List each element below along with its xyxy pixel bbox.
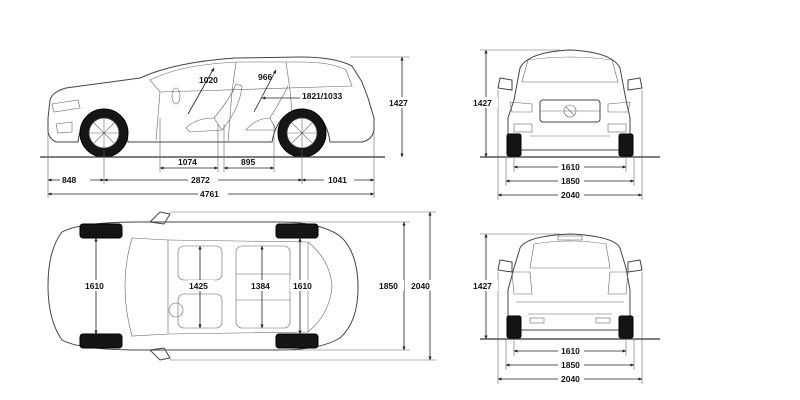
rear-width-mirrors-label: 2040 — [561, 374, 580, 384]
rear-height-label: 1427 — [473, 281, 492, 291]
rear-width-label: 1850 — [561, 360, 580, 370]
side-view: 848 2872 1041 4761 1074 895 1020 966 182… — [40, 56, 416, 199]
front-width-mirrors-label: 2040 — [561, 190, 580, 200]
rear-legroom-label: 895 — [241, 157, 255, 167]
shoulder-rear-label: 1384 — [251, 281, 270, 291]
top-rear-track-label: 1610 — [293, 281, 312, 291]
front-height-label: 1427 — [473, 98, 492, 108]
front-legroom-label: 1074 — [178, 157, 197, 167]
front-track-label: 1610 — [561, 162, 580, 172]
rear-view: 1427 1610 1850 2040 — [473, 233, 660, 384]
rear-headroom-label: 966 — [258, 72, 272, 82]
cargo-length-label: 1821/1033 — [302, 91, 342, 101]
wheelbase-label: 2872 — [191, 175, 210, 185]
top-view: 1610 1425 1384 1610 1850 2040 — [47, 211, 436, 361]
front-width-label: 1850 — [561, 176, 580, 186]
shoulder-front-label: 1425 — [189, 281, 208, 291]
front-headroom-label: 1020 — [199, 75, 218, 85]
top-width-mirrors-label: 2040 — [411, 281, 430, 291]
top-width-label: 1850 — [379, 281, 398, 291]
overall-length-label: 4761 — [200, 189, 219, 199]
side-height-label: 1427 — [389, 98, 408, 108]
front-overhang-label: 848 — [62, 175, 76, 185]
rear-overhang-label: 1041 — [328, 175, 347, 185]
top-front-track-label: 1610 — [85, 281, 104, 291]
rear-track-label: 1610 — [561, 346, 580, 356]
front-view: 1427 1610 1850 2040 — [473, 49, 660, 200]
